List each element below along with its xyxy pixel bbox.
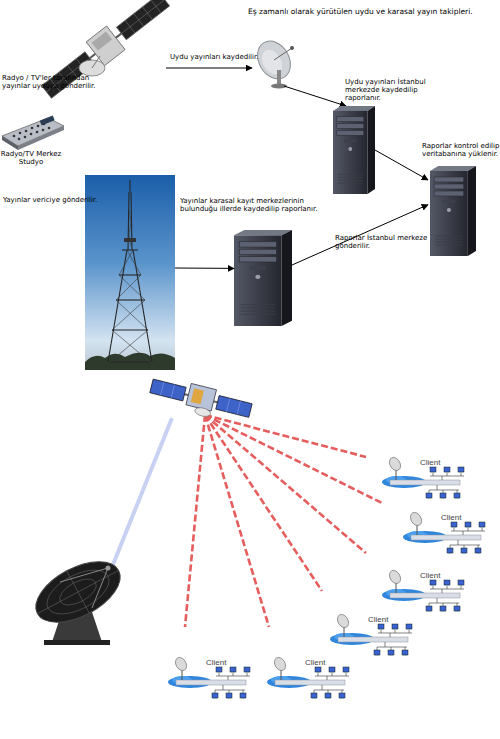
tower-photo — [85, 175, 175, 370]
mixer-console — [2, 116, 64, 150]
image-node: Uydu yayınları İstanbul merkezde kaydedi… — [333, 106, 375, 194]
server-image — [430, 166, 476, 256]
server-image — [234, 230, 292, 326]
image-node: Raporlar kontrol edilip veritabanına yük… — [428, 166, 476, 256]
node-label: Yayınlar vericiye gönderilir. — [3, 196, 135, 204]
client-label: Client — [420, 458, 440, 467]
node-label: Raporlar kontrol edilip veritabanına yük… — [422, 142, 500, 158]
client-label: Client — [441, 513, 461, 522]
downlink-beams — [185, 415, 384, 627]
node-label: Radyo/TV Merkez Studyo — [0, 150, 64, 166]
client-network — [382, 455, 464, 499]
client-label: Client — [206, 658, 226, 667]
image-node: Yayınlar karasal kayıt merkezlerinin bul… — [234, 230, 292, 326]
note-label: Uydu yayınları kaydedilir. — [170, 53, 260, 61]
client-node: Client — [403, 510, 498, 565]
image-node: Radyo / TV'ler tarafından yayınlar uyduy… — [40, 0, 165, 90]
image-node: Yayınlar vericiye gönderilir. — [85, 175, 175, 370]
client-label: Client — [305, 658, 325, 667]
server-image — [333, 106, 375, 194]
ground-station-dish — [26, 549, 130, 645]
client-network — [330, 612, 412, 656]
arrow-connector — [175, 268, 234, 269]
satellite-dish — [251, 35, 297, 88]
uplink-beam — [110, 418, 172, 572]
client-network — [267, 655, 349, 699]
arrow-line — [284, 86, 346, 106]
client-node: Client — [267, 655, 362, 710]
satellite-image — [147, 374, 253, 427]
edge-label: Raporlar İstanbul merkeze gönderilir. — [335, 234, 445, 250]
client-network — [403, 510, 485, 554]
node-label: Radyo / TV'ler tarafından yayınlar uyduy… — [2, 74, 102, 90]
arrow-line — [166, 68, 252, 69]
client-node: Client — [168, 655, 263, 710]
client-network — [168, 655, 250, 699]
node-label: Yayınlar karasal kayıt merkezlerinin bul… — [180, 197, 340, 213]
client-node: Client — [330, 612, 425, 667]
client-node: Client — [382, 568, 477, 623]
node-label: Uydu yayınları İstanbul merkezde kaydedi… — [345, 78, 435, 102]
client-label: Client — [368, 615, 388, 624]
client-node: Client — [382, 455, 477, 510]
arrow-connector — [292, 205, 428, 265]
client-network — [382, 568, 464, 612]
client-label: Client — [420, 571, 440, 580]
diagram-title: Eş zamanlı olarak yürütülen uydu ve kara… — [248, 7, 498, 16]
image-node: Radyo/TV Merkez Studyo — [0, 116, 62, 148]
arrow-connector — [375, 150, 428, 180]
